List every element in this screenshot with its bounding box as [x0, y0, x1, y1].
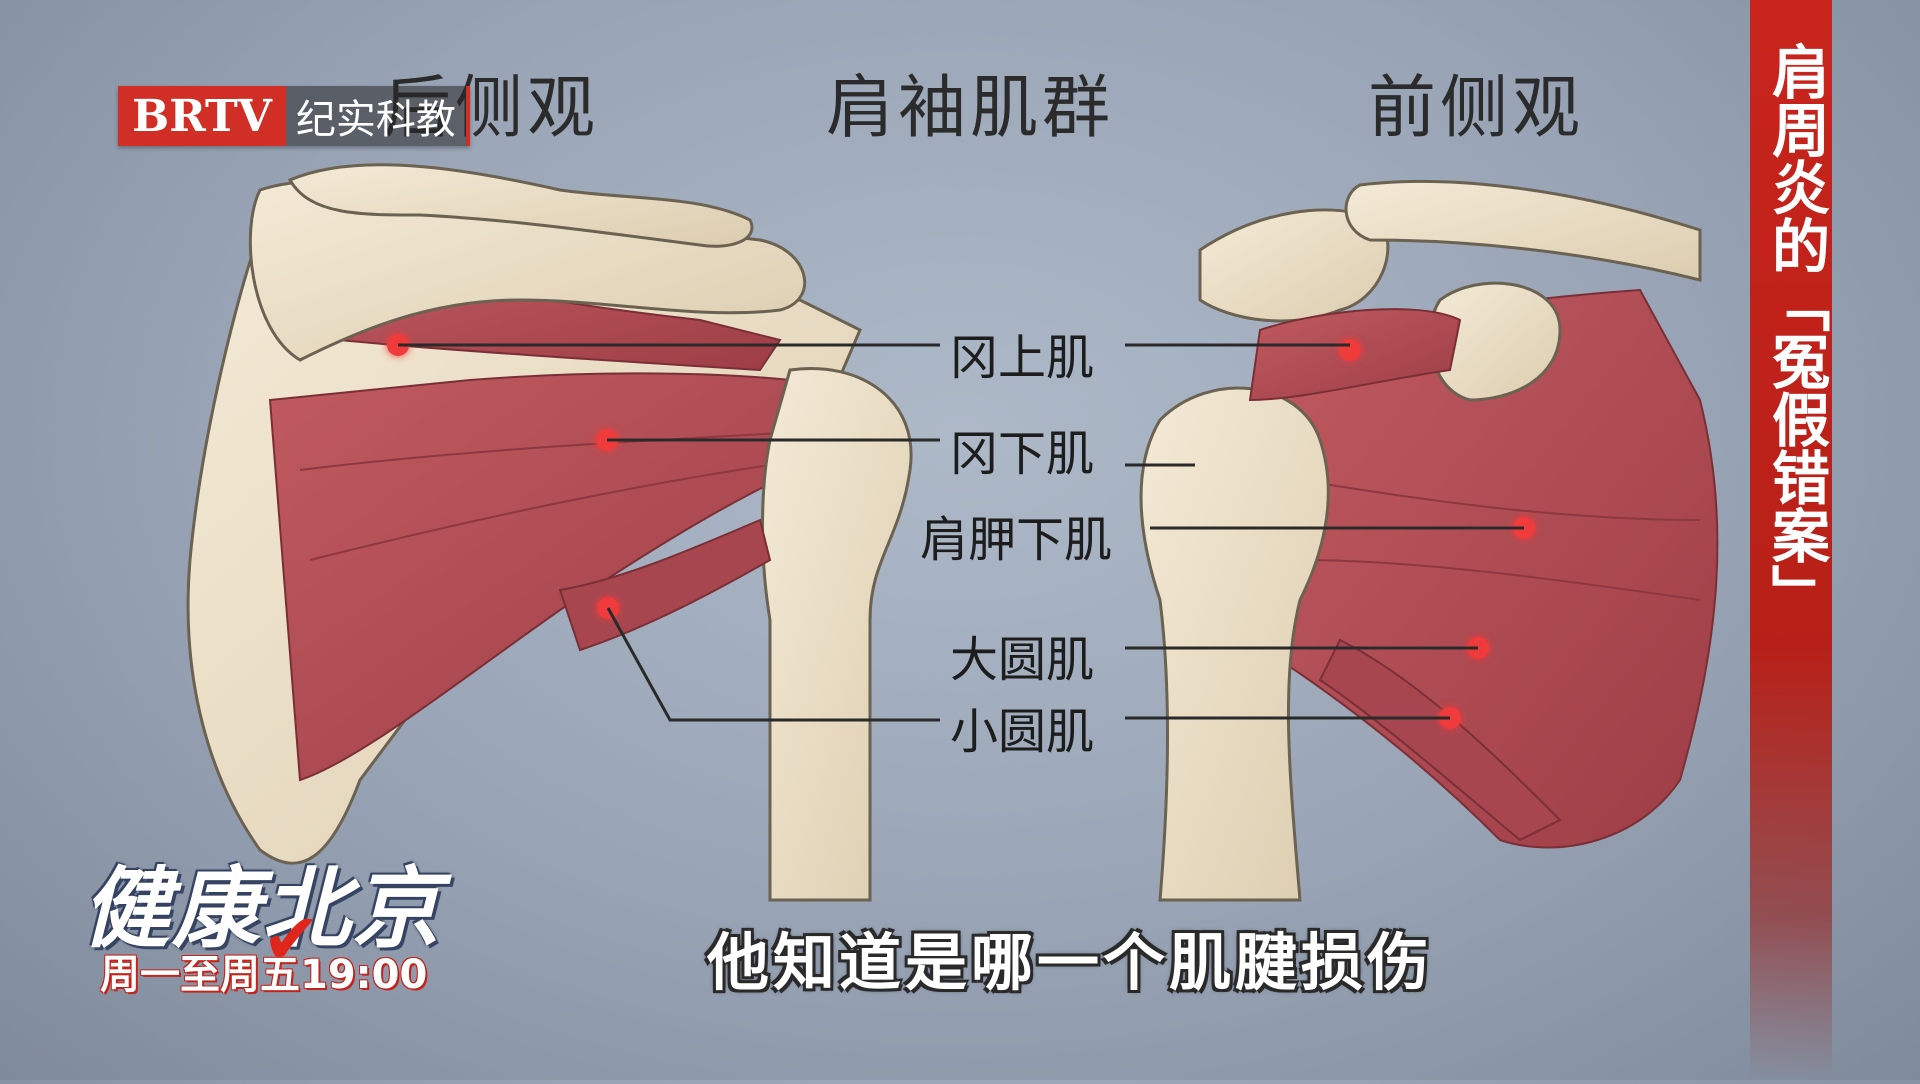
channel-logo: BRTV 纪实科教 — [118, 86, 470, 146]
clavicle-bone-anterior — [1344, 179, 1702, 282]
episode-title-text: 肩周炎的「冤假错案」 — [1762, 42, 1830, 622]
clavicle-bone — [287, 163, 754, 248]
channel-name: 纪实科教 — [285, 86, 470, 146]
caption-subtitle: 他知道是哪一个肌腱损伤 — [706, 926, 1433, 999]
label-teres-major: 大圆肌 — [950, 632, 1095, 688]
rotator-cuff-title: 肩袖肌群 — [826, 69, 1115, 148]
episode-title-banner — [1750, 0, 1832, 1080]
label-subscapularis: 肩胛下肌 — [920, 512, 1113, 568]
posterior-shoulder-view — [186, 163, 940, 902]
leader-teres-minor-left — [606, 607, 940, 722]
show-title-logo: 健康北京 — [82, 857, 443, 960]
label-supraspinatus: 冈上肌 — [950, 330, 1095, 386]
acromion-bone-anterior — [1198, 208, 1390, 323]
anterior-view-heading: 前侧观 — [1368, 69, 1585, 148]
checkmark-icon: ✔ — [262, 898, 321, 980]
label-infraspinatus: 冈下肌 — [950, 426, 1095, 482]
show-schedule: 周一至周五19:00 — [100, 952, 428, 998]
label-teres-minor: 小圆肌 — [950, 704, 1095, 760]
humerus-bone-anterior — [1139, 386, 1330, 902]
anterior-shoulder-view — [1125, 179, 1719, 902]
humerus-bone — [761, 367, 913, 902]
brtv-logo: BRTV — [118, 86, 286, 146]
marker-supraspinatus-anterior — [1339, 339, 1361, 361]
